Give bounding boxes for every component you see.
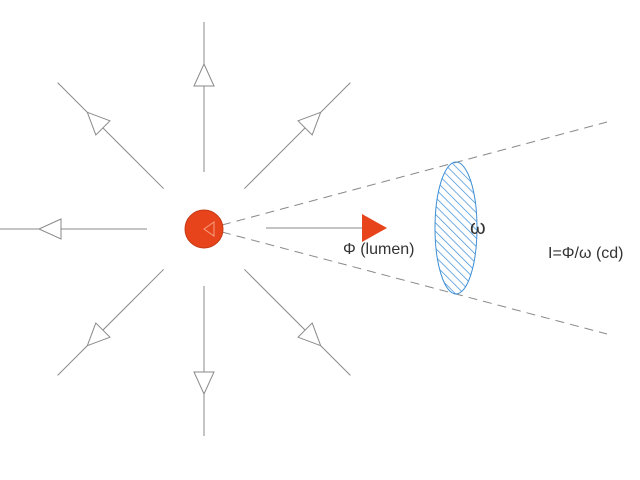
ray-line <box>57 82 165 190</box>
radiating-rays <box>0 22 351 436</box>
ray-arrowhead <box>193 371 215 396</box>
ray-arrowhead <box>86 111 111 136</box>
ray-down-left <box>57 268 165 376</box>
ray-arrowhead <box>193 62 215 87</box>
source-inner-arrow <box>203 221 215 237</box>
intensity-formula-label: I=Φ/ω (cd) <box>548 245 624 262</box>
ray-down-right <box>243 268 351 376</box>
flux-label: Φ (lumen) <box>343 241 415 258</box>
ray-up <box>193 22 215 172</box>
ray-line <box>243 82 351 190</box>
ray-line <box>243 268 351 376</box>
solid-angle-area <box>434 161 478 295</box>
ray-up-left <box>57 82 165 190</box>
cone-lower-edge <box>221 231 608 335</box>
ray-line <box>57 268 165 376</box>
ray-arrowhead <box>297 111 322 136</box>
ray-arrowhead <box>86 322 111 347</box>
ray-down <box>193 286 215 436</box>
ray-arrowhead <box>37 218 62 240</box>
ray-up-right <box>243 82 351 190</box>
ray-left <box>0 218 147 240</box>
flux-arrow-head <box>362 214 387 242</box>
solid-angle-label: ω <box>470 217 486 239</box>
ray-arrowhead <box>297 322 322 347</box>
cone-upper-edge <box>221 121 608 226</box>
